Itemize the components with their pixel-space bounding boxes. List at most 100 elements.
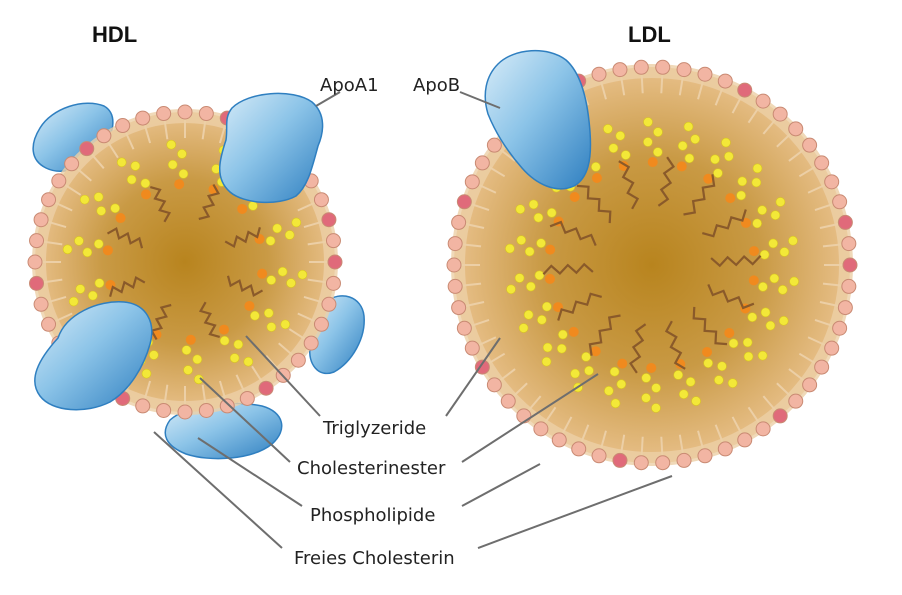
free-cholesterol (737, 82, 753, 98)
phospholipid-head (697, 448, 713, 464)
cholesteryl-ester-tail (610, 398, 621, 409)
phospholipid-head (841, 236, 857, 252)
cholesteryl-ester-tail (770, 210, 781, 221)
hdl-apoa1-front-proteins (34, 92, 324, 411)
cholesteryl-ester-tail (651, 383, 661, 393)
phospholipid-head (633, 59, 649, 75)
cholesteryl-ester-tail (546, 208, 557, 218)
leader-phospholipide-hdl (197, 437, 303, 507)
cholesteryl-ester-tail (736, 190, 746, 201)
phospholipid-head (177, 404, 193, 420)
cholesteryl-ester-tail (604, 386, 614, 396)
triglyceride (618, 160, 640, 210)
phospholipid-head (832, 320, 848, 336)
ldl-particle (446, 49, 858, 471)
cholesteryl-ester-tail (737, 176, 748, 187)
phospholipid-head (41, 316, 57, 332)
cholesteryl-ester-tail (88, 290, 98, 301)
leader-freies-cholesterin-ldl (477, 475, 673, 549)
cholesteryl-ester-tail (752, 218, 762, 229)
leader-triglyzeride-ldl (445, 337, 501, 417)
hdl-title: HDL (92, 22, 137, 47)
phospholipid-head (814, 155, 830, 171)
cholesteryl-ester-head (185, 334, 196, 345)
phospholipid-head (33, 296, 49, 312)
cholesteryl-ester-tail (126, 174, 137, 185)
label-apob: ApoB (413, 75, 460, 96)
hdl-core-lipids (62, 139, 308, 385)
leader-cholesterinester-hdl (199, 377, 291, 463)
cholesteryl-ester-tail (743, 351, 754, 362)
cholesteryl-ester-tail (536, 238, 546, 248)
cholesteryl-ester-tail (219, 335, 230, 346)
free-cholesterol (327, 254, 343, 270)
cholesteryl-ester-tail (149, 350, 159, 360)
cholesteryl-ester-tail (728, 338, 739, 349)
cholesteryl-ester-tail (140, 178, 151, 189)
cholesteryl-ester-tail (248, 201, 258, 211)
label-cholesterinester: Cholesterinester (297, 458, 446, 479)
triglyceride (549, 220, 597, 247)
cholesteryl-ester-tail (516, 235, 527, 245)
phospholipid-head (451, 214, 467, 230)
triglyceride (588, 314, 621, 356)
cholesteryl-ester-tail (653, 147, 663, 157)
cholesteryl-ester-tail (620, 150, 631, 160)
cholesteryl-ester-tail (528, 199, 539, 210)
cholesteryl-ester-tail (524, 246, 535, 257)
apoa1-protein (219, 92, 324, 204)
phospholipid-head (51, 173, 67, 189)
cholesteryl-ester-head (646, 362, 657, 373)
cholesteryl-ester-head (115, 213, 126, 224)
phospholipid-head (772, 106, 788, 122)
cholesteryl-ester-tail (760, 307, 771, 318)
phospholipid-head (464, 340, 480, 356)
triglyceride (657, 156, 676, 207)
ldl-title: LDL (628, 22, 671, 47)
cholesteryl-ester-tail (265, 236, 276, 246)
cholesteryl-ester-tail (778, 315, 789, 326)
label-apoa1: ApoA1 (320, 75, 379, 96)
cholesteryl-ester-tail (177, 149, 187, 159)
cholesteryl-ester-tail (250, 310, 260, 321)
cholesteryl-ester-tail (181, 345, 192, 355)
cholesteryl-ester-tail (533, 212, 544, 223)
cholesteryl-ester-tail (603, 124, 613, 134)
cholesteryl-ester-tail (742, 337, 753, 348)
phospholipid-head (802, 137, 818, 153)
cholesteryl-ester-head (676, 161, 687, 172)
free-cholesterol (837, 214, 853, 230)
cholesteryl-ester-tail (678, 389, 689, 400)
cholesteryl-ester-tail (192, 354, 203, 365)
leader-freies-cholesterin-hdl (153, 431, 283, 549)
cholesteryl-ester-tail (518, 323, 529, 333)
cholesteryl-ester-tail (116, 157, 127, 168)
cholesteryl-ester-tail (683, 121, 694, 132)
cholesteryl-ester-tail (141, 368, 152, 379)
cholesteryl-ester-tail (751, 177, 762, 188)
phospholipid-head (198, 106, 214, 122)
leader-phospholipide-ldl (461, 463, 541, 507)
phospholipid-head (33, 212, 49, 228)
cholesteryl-ester-tail (243, 356, 254, 367)
triglyceride (224, 227, 261, 249)
phospholipid-head (591, 66, 607, 82)
free-cholesterol (612, 452, 628, 468)
phospholipid-head (841, 278, 857, 294)
triglyceride (710, 254, 762, 268)
cholesteryl-ester-head (257, 268, 268, 279)
cholesteryl-ester-tail (608, 143, 619, 153)
free-cholesterol (772, 408, 788, 424)
cholesteryl-ester-tail (765, 320, 776, 331)
cholesteryl-ester-tail (82, 247, 93, 258)
label-freies-cholesterin: Freies Cholesterin (294, 548, 455, 569)
free-cholesterol (29, 275, 45, 291)
apoa1-protein (34, 301, 153, 411)
cholesteryl-ester-tail (68, 296, 79, 307)
cholesteryl-ester-head (702, 347, 713, 358)
cholesteryl-ester-tail (717, 361, 727, 372)
phospholipid-head (135, 110, 151, 126)
phospholipid-head (474, 155, 490, 171)
cholesteryl-ester-tail (93, 192, 104, 202)
cholesteryl-ester-tail (779, 247, 790, 257)
